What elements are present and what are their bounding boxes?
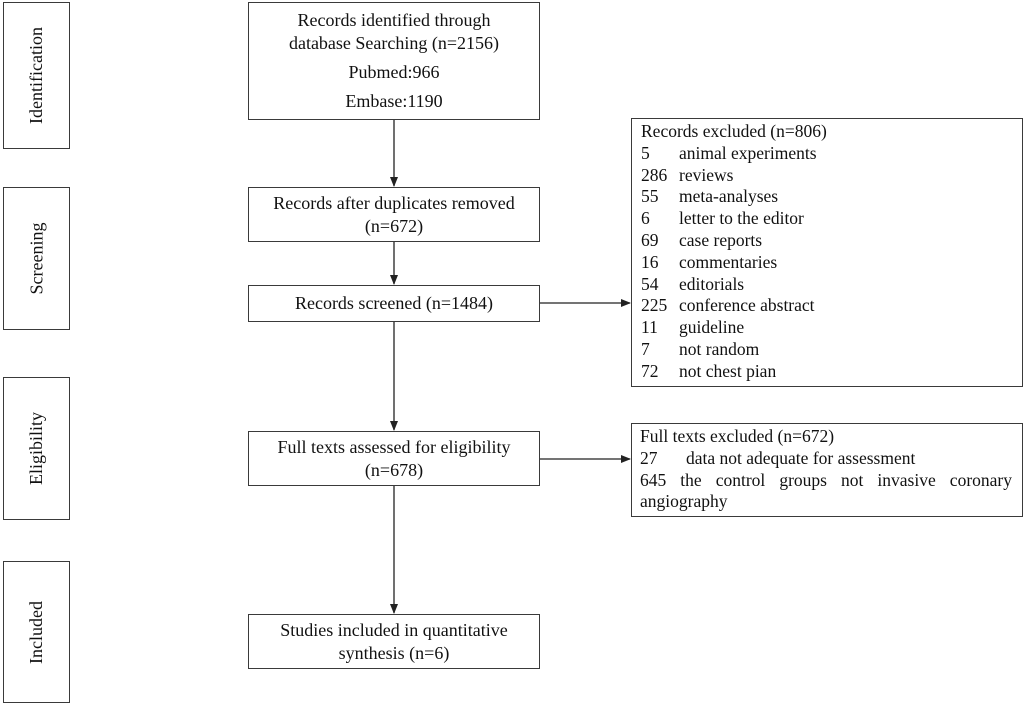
records-excluded-count: 225 [641,295,668,316]
records-identified-box: Records identified through database Sear… [248,2,540,120]
records-excluded-count: 54 [641,273,659,294]
records-identified-line2: database Searching (n=2156) [288,33,500,53]
records-excluded-count: 286 [641,164,668,185]
records-excluded-item: 54 editorials [641,274,1014,296]
studies-included-box: Studies included in quantitative synthes… [248,614,540,669]
records-excluded-count: 7 [641,338,650,359]
pubmed-count: Pubmed:966 [348,62,440,82]
stage-screening: Screening [3,187,70,330]
records-excluded-reason: not random [679,338,760,359]
records-excluded-title: Records excluded (n=806) [641,121,827,141]
records-excluded-reason: reviews [679,164,734,185]
records-excluded-reason: conference abstract [679,295,815,316]
records-excluded-item: 16 commentaries [641,252,1014,274]
stage-identification: Identification [3,2,70,149]
records-excluded-count: 72 [641,360,659,381]
fulltext-assessed-line2: (n=678) [364,459,424,480]
fulltext-excluded-title: Full texts excluded (n=672) [640,426,835,446]
records-excluded-count: 6 [641,208,650,229]
records-excluded-reason: case reports [679,229,763,250]
records-excluded-item: 286 reviews [641,165,1014,187]
fulltext-excluded-item2-line1: 645 the control groups not invasive coro… [640,469,1012,490]
records-excluded-reason: meta-analyses [679,186,779,207]
records-excluded-count: 55 [641,186,659,207]
records-excluded-reason: animal experiments [679,142,817,163]
records-excluded-item: 225 conference abstract [641,295,1014,317]
records-excluded-reason: not chest pian [679,360,777,381]
records-excluded-item: 11 guideline [641,317,1014,339]
embase-count: Embase:1190 [345,91,443,111]
studies-included-line1: Studies included in quantitative [280,619,508,640]
duplicates-removed-box: Records after duplicates removed (n=672) [248,187,540,242]
records-excluded-box: Records excluded (n=806) 5 animal experim… [631,118,1023,387]
fulltext-assessed-box: Full texts assessed for eligibility (n=6… [248,431,540,486]
records-excluded-item: 55 meta-analyses [641,186,1014,208]
records-excluded-item: 6 letter to the editor [641,208,1014,230]
duplicates-removed-line2: (n=672) [364,215,424,236]
fulltext-excluded-item: 27 data not adequate for assessment [640,448,1012,470]
records-excluded-count: 69 [641,229,659,250]
records-screened-box: Records screened (n=1484) [248,285,540,322]
records-excluded-reason: guideline [679,317,745,338]
fulltext-excluded-item2-line2: angiography [640,491,728,512]
studies-included-line2: synthesis (n=6) [338,642,450,663]
fulltext-assessed-line1: Full texts assessed for eligibility [277,436,511,457]
records-excluded-reason: commentaries [679,251,778,272]
records-excluded-reason: letter to the editor [679,208,804,229]
records-excluded-item: 69 case reports [641,230,1014,252]
fulltext-excluded-box: Full texts excluded (n=672) 27 data not … [631,423,1023,517]
records-excluded-list: 5 animal experiments 286 reviews 55 meta-anal… [641,143,1014,383]
records-excluded-count: 11 [641,317,658,338]
records-identified-line1: Records identified through [297,10,491,30]
fulltext-excluded-reason: data not adequate for assessment [686,447,916,468]
records-excluded-count: 5 [641,142,650,163]
fulltext-excluded-count: 27 [640,447,658,468]
duplicates-removed-line1: Records after duplicates removed [273,192,515,213]
records-excluded-item: 5 animal experiments [641,143,1014,165]
records-excluded-count: 16 [641,251,659,272]
records-excluded-item: 7 not random [641,339,1014,361]
stage-eligibility: Eligibility [3,377,70,520]
records-excluded-item: 72 not chest pian [641,361,1014,383]
records-excluded-reason: editorials [679,273,745,294]
records-screened-text: Records screened (n=1484) [294,293,494,313]
stage-included: Included [3,561,70,703]
